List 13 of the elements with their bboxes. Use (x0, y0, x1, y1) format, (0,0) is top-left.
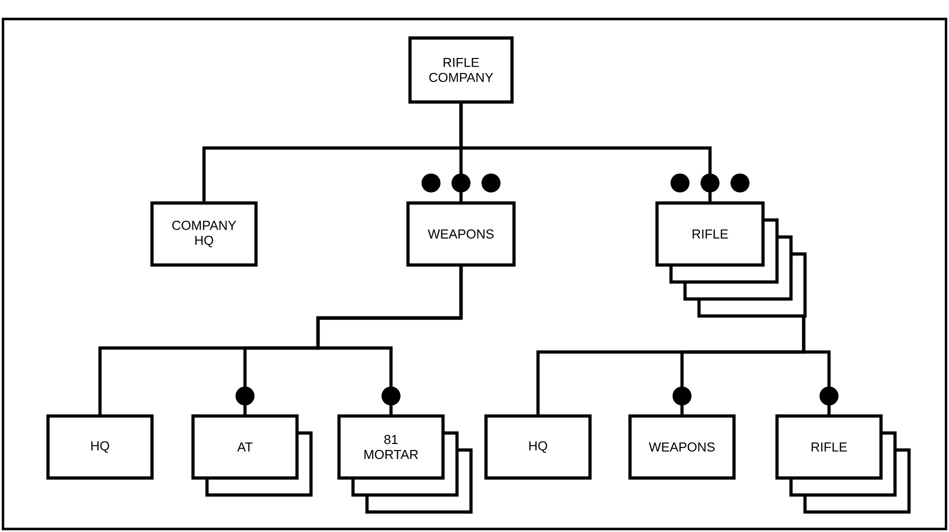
unit-box: RIFLE COMPANY (408, 36, 514, 104)
connector-line (316, 266, 463, 414)
connector-line (802, 318, 831, 414)
connector-line (459, 104, 712, 202)
unit-box: WEAPONS (406, 201, 516, 267)
unit-box: WEAPONS (628, 414, 736, 480)
unit-box: COMPANY HQ (150, 201, 258, 267)
unit-box: HQ (484, 414, 592, 480)
unit-box: HQ (46, 414, 154, 480)
stacked-box: 81 MORTAR (337, 414, 473, 514)
stacked-box: AT (191, 414, 313, 497)
stacked-box: RIFLE (655, 201, 807, 318)
stacked-box: RIFLE (775, 414, 911, 514)
